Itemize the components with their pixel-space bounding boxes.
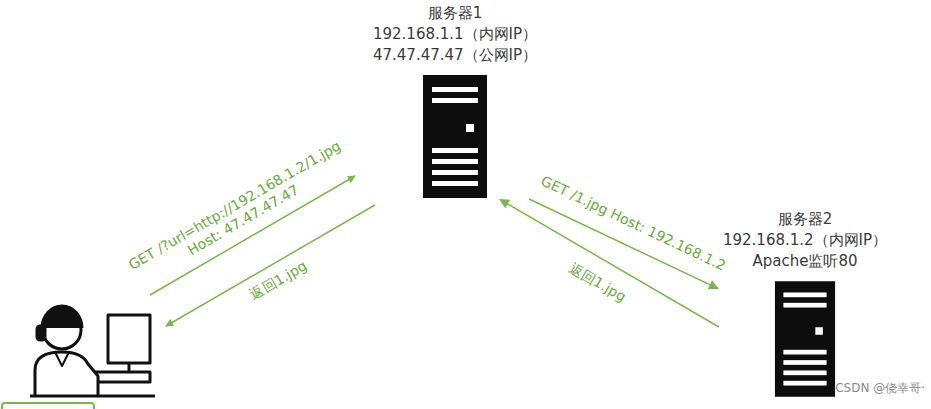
- server-detail: 192.168.1.2（内网IP）: [719, 230, 891, 251]
- user-icon: [30, 306, 155, 396]
- request-label: GET /?url=http://192.168.1.2/1.jpg Host:…: [115, 131, 364, 295]
- server-node: 服务器1192.168.1.1（内网IP）47.47.47.47（公网IP）: [369, 3, 541, 199]
- server-node: 服务器2192.168.1.2（内网IP）Apache监听80: [719, 209, 891, 400]
- server-detail: 192.168.1.1（内网IP）: [369, 24, 541, 45]
- server-name: 服务器2: [719, 209, 891, 230]
- green-tab: [2, 403, 94, 409]
- server-detail: 47.47.47.47（公网IP）: [369, 45, 541, 66]
- server-icon: [422, 74, 488, 199]
- edge-label: 返回1.jpg: [564, 258, 632, 307]
- watermark: CSDN @侥幸哥·: [835, 380, 925, 397]
- response-label: 返回1.jpg: [244, 256, 312, 305]
- edge-label: GET /1.jpg Host: 192.168.1.2: [536, 171, 732, 276]
- server-name: 服务器1: [369, 3, 541, 24]
- server-detail: Apache监听80: [719, 251, 891, 272]
- server-icon: [774, 278, 836, 400]
